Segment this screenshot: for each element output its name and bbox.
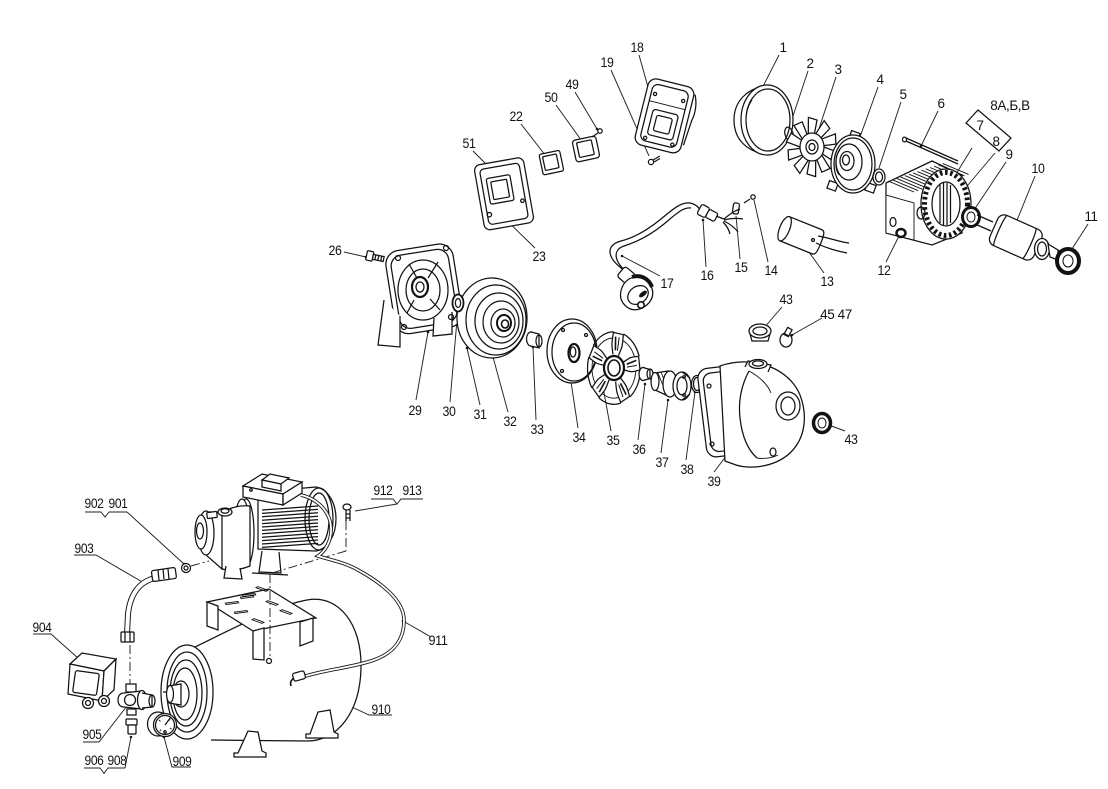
svg-text:13: 13: [821, 274, 834, 289]
svg-text:50: 50: [545, 90, 558, 105]
svg-text:33: 33: [531, 422, 544, 437]
svg-text:908: 908: [108, 753, 127, 768]
svg-text:34: 34: [573, 430, 587, 445]
svg-text:4: 4: [876, 72, 884, 87]
svg-text:22: 22: [510, 109, 523, 124]
svg-text:8А,Б,В: 8А,Б,В: [990, 98, 1030, 113]
svg-text:45 47: 45 47: [820, 307, 852, 322]
svg-text:911: 911: [429, 633, 448, 648]
svg-text:23: 23: [533, 249, 546, 264]
svg-text:9: 9: [1005, 147, 1012, 162]
svg-text:909: 909: [173, 754, 192, 769]
svg-text:18: 18: [631, 40, 644, 55]
svg-text:37: 37: [656, 455, 669, 470]
svg-text:903: 903: [75, 541, 94, 556]
svg-text:902: 902: [85, 496, 104, 511]
svg-text:10: 10: [1032, 161, 1045, 176]
svg-text:35: 35: [607, 433, 620, 448]
svg-text:905: 905: [83, 727, 102, 742]
svg-text:12: 12: [878, 263, 891, 278]
svg-text:11: 11: [1085, 209, 1098, 224]
svg-text:32: 32: [504, 414, 517, 429]
svg-text:6: 6: [937, 96, 944, 111]
svg-text:49: 49: [566, 77, 579, 92]
svg-text:51: 51: [463, 136, 476, 151]
svg-text:38: 38: [681, 462, 694, 477]
svg-text:43: 43: [780, 292, 793, 307]
svg-text:2: 2: [806, 56, 813, 71]
svg-text:16: 16: [701, 268, 714, 283]
svg-text:29: 29: [409, 403, 422, 418]
svg-text:31: 31: [474, 407, 487, 422]
svg-text:36: 36: [633, 442, 646, 457]
svg-text:8: 8: [992, 134, 999, 149]
svg-text:39: 39: [708, 474, 721, 489]
svg-text:17: 17: [661, 276, 674, 291]
svg-text:913: 913: [403, 483, 422, 498]
svg-text:15: 15: [735, 260, 748, 275]
svg-text:30: 30: [443, 404, 456, 419]
svg-text:43: 43: [845, 432, 858, 447]
svg-text:14: 14: [765, 263, 779, 278]
svg-text:1: 1: [779, 40, 786, 55]
svg-text:5: 5: [899, 87, 906, 102]
svg-text:26: 26: [329, 243, 342, 258]
svg-text:906: 906: [85, 753, 104, 768]
svg-text:910: 910: [372, 702, 391, 717]
svg-text:19: 19: [601, 55, 614, 70]
svg-text:901: 901: [109, 496, 128, 511]
svg-text:904: 904: [33, 620, 53, 635]
svg-text:3: 3: [834, 62, 841, 77]
svg-text:7: 7: [976, 118, 983, 133]
svg-text:912: 912: [374, 483, 393, 498]
